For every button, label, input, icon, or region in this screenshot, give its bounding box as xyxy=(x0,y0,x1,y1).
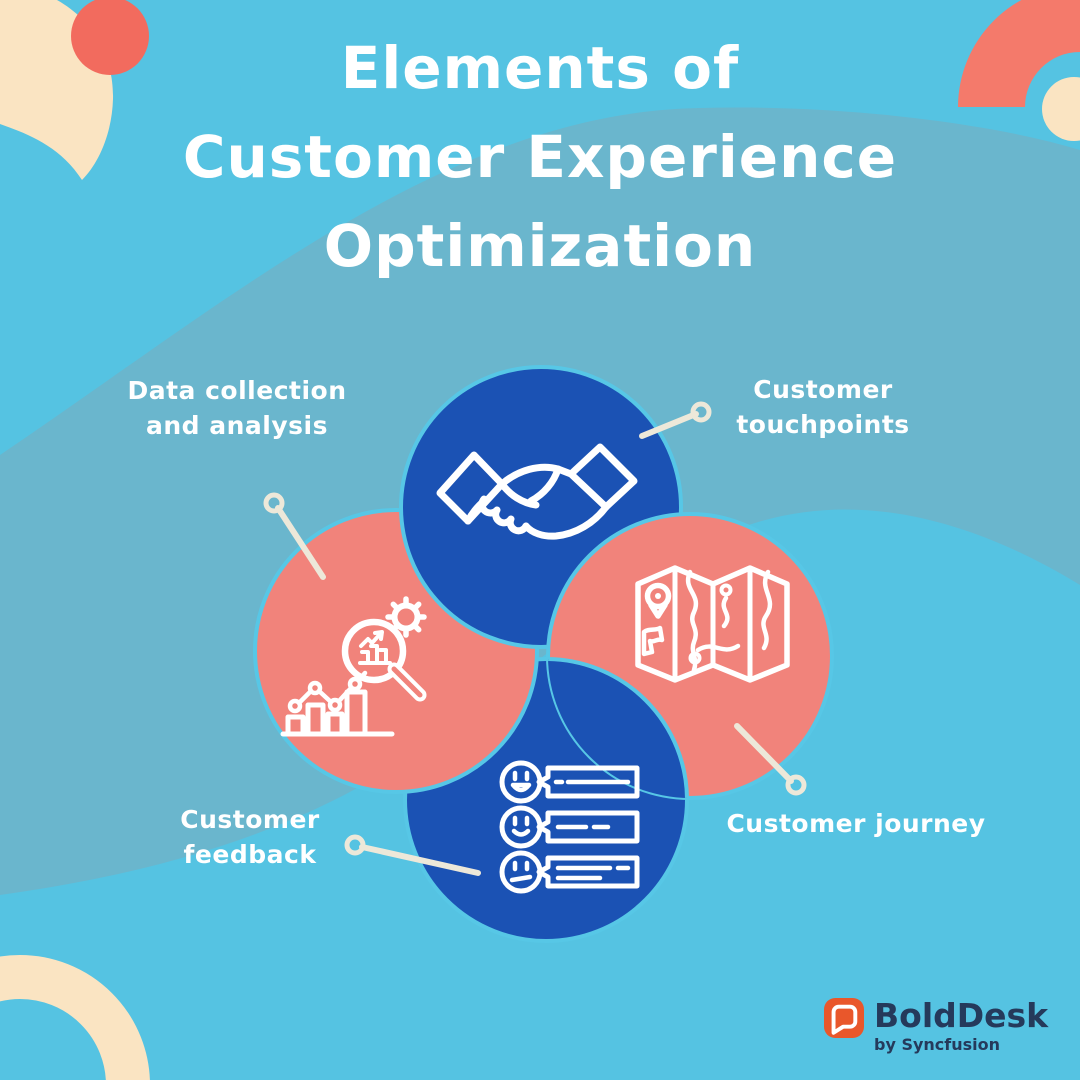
corner-decor-top-left xyxy=(0,0,149,180)
connector-left xyxy=(263,492,326,580)
data-analysis-icon xyxy=(280,596,427,737)
chat-bubble-icon xyxy=(831,1004,858,1035)
connectors xyxy=(263,401,807,876)
title-line-1: Elements of xyxy=(340,34,740,102)
corner-decor-bottom-left xyxy=(0,955,150,1080)
logo-brand-text: BoldDesk xyxy=(874,996,1049,1035)
connector-bottom-left xyxy=(344,834,481,876)
connector-bottom-right xyxy=(734,723,807,796)
handshake-icon xyxy=(436,443,638,540)
label-customer-touchpoints: Customer touchpoints xyxy=(736,375,910,439)
circle-customer-feedback-overlap xyxy=(548,657,689,798)
label-customer-feedback: Customer feedback xyxy=(180,805,320,869)
bolddesk-logo: BoldDesk by Syncfusion xyxy=(824,998,1048,1055)
logo-tagline-text: by Syncfusion xyxy=(874,1035,1001,1054)
label-data-collection: Data collection and analysis xyxy=(127,376,347,440)
title-line-3: Optimization xyxy=(323,212,757,280)
corner-decor-top-right xyxy=(958,0,1080,141)
cream-dot xyxy=(1042,77,1080,141)
page-title: Elements of Customer Experience Optimiza… xyxy=(0,24,1080,291)
title-line-2: Customer Experience xyxy=(182,123,898,191)
salmon-dot xyxy=(71,0,149,75)
feedback-icon xyxy=(499,760,640,894)
bolddesk-logo-icon xyxy=(824,998,864,1038)
venn-circles xyxy=(253,365,834,943)
label-customer-journey: Customer journey xyxy=(726,809,986,838)
map-icon xyxy=(635,565,790,683)
connector-top-right xyxy=(639,401,712,439)
